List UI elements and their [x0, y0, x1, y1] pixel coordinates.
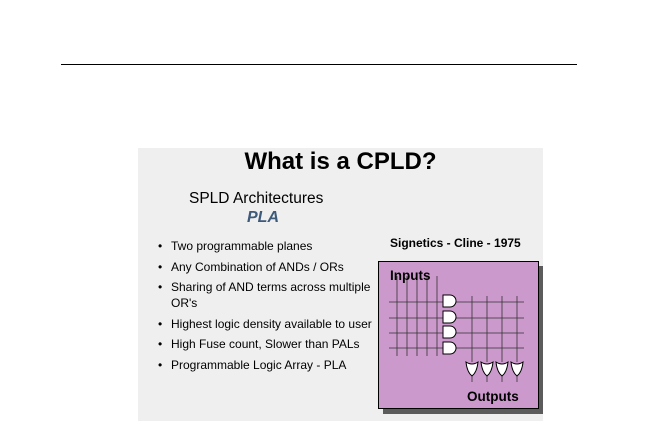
- slide-subtitle: SPLD Architectures: [189, 190, 324, 207]
- bullet-list: Two programmable planes Any Combination …: [157, 238, 377, 378]
- pla-grid-lines: [389, 276, 524, 382]
- slide: What is a CPLD? SPLD Architectures PLA T…: [138, 148, 543, 421]
- slide-subtitle-pla: PLA: [247, 209, 279, 226]
- pla-grid-svg: [389, 276, 524, 382]
- bullet-item: Programmable Logic Array - PLA: [157, 357, 377, 373]
- inputs-label: Inputs: [390, 268, 431, 283]
- and-gate-icon: [442, 294, 457, 355]
- bullet-item: Any Combination of ANDs / ORs: [157, 259, 377, 275]
- header-rule: [61, 64, 577, 65]
- bullet-item: Two programmable planes: [157, 238, 377, 254]
- pla-diagram: Inputs Outputs: [378, 261, 539, 409]
- bullet-item: High Fuse count, Slower than PALs: [157, 336, 377, 352]
- figure-caption: Signetics - Cline - 1975: [390, 236, 521, 250]
- or-gate-icon: [465, 360, 524, 377]
- bullet-item: Sharing of AND terms across multiple OR'…: [157, 279, 377, 311]
- slide-title: What is a CPLD?: [244, 148, 437, 175]
- bullet-item: Highest logic density available to user: [157, 316, 377, 332]
- outputs-label: Outputs: [467, 389, 519, 404]
